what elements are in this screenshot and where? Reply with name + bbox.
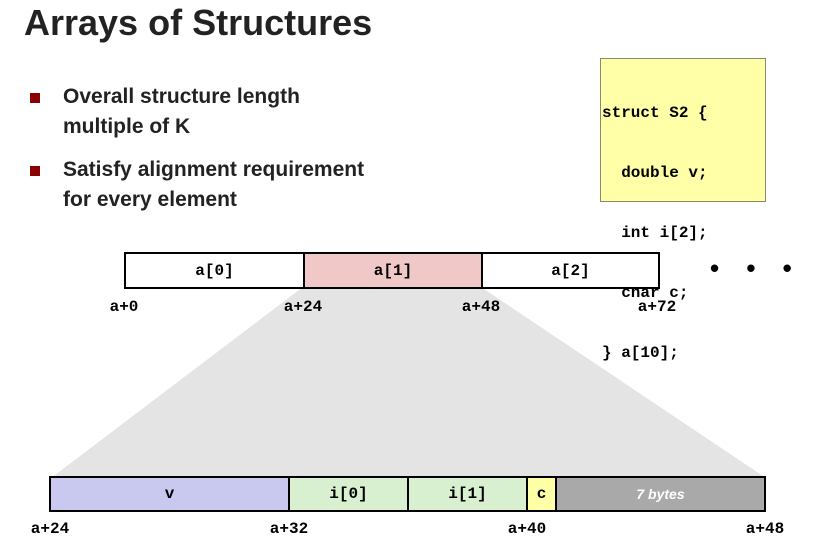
code-line: struct S2 {: [602, 104, 708, 122]
array-addr-0: a+0: [109, 298, 139, 316]
bullet-2-line-2: for every element: [63, 188, 237, 211]
array-addr-72: a+72: [637, 298, 677, 316]
code-line: int i[2];: [602, 224, 708, 242]
page-title: Arrays of Structures: [24, 2, 373, 43]
code-line: } a[10];: [602, 344, 679, 362]
struct-addr-48: a+48: [745, 520, 785, 538]
struct-cell-v: v: [49, 476, 290, 512]
code-line: double v;: [602, 164, 708, 182]
struct-code-box: struct S2 { double v; int i[2]; char c; …: [600, 58, 766, 362]
array-cell-a2: a[2]: [481, 252, 660, 289]
array-cell-a1: a[1]: [303, 252, 483, 289]
struct-addr-40: a+40: [507, 520, 547, 538]
array-addr-24: a+24: [283, 298, 323, 316]
struct-addr-24: a+24: [30, 520, 70, 538]
array-addr-48: a+48: [461, 298, 501, 316]
bullet-1-line-1: Overall structure length: [63, 85, 300, 108]
bullet-marker: [30, 166, 40, 176]
struct-cell-padding: 7 bytes: [555, 476, 766, 512]
struct-cell-i1: i[1]: [407, 476, 528, 512]
bullet-1-line-2: multiple of K: [63, 115, 191, 138]
array-cell-a0: a[0]: [124, 252, 305, 289]
struct-cell-c: c: [526, 476, 557, 512]
ellipsis-dots: • • •: [710, 253, 802, 283]
struct-cell-i0: i[0]: [288, 476, 409, 512]
struct-addr-32: a+32: [269, 520, 309, 538]
bullet-marker: [30, 93, 40, 103]
bullet-2-line-1: Satisfy alignment requirement: [63, 158, 365, 181]
